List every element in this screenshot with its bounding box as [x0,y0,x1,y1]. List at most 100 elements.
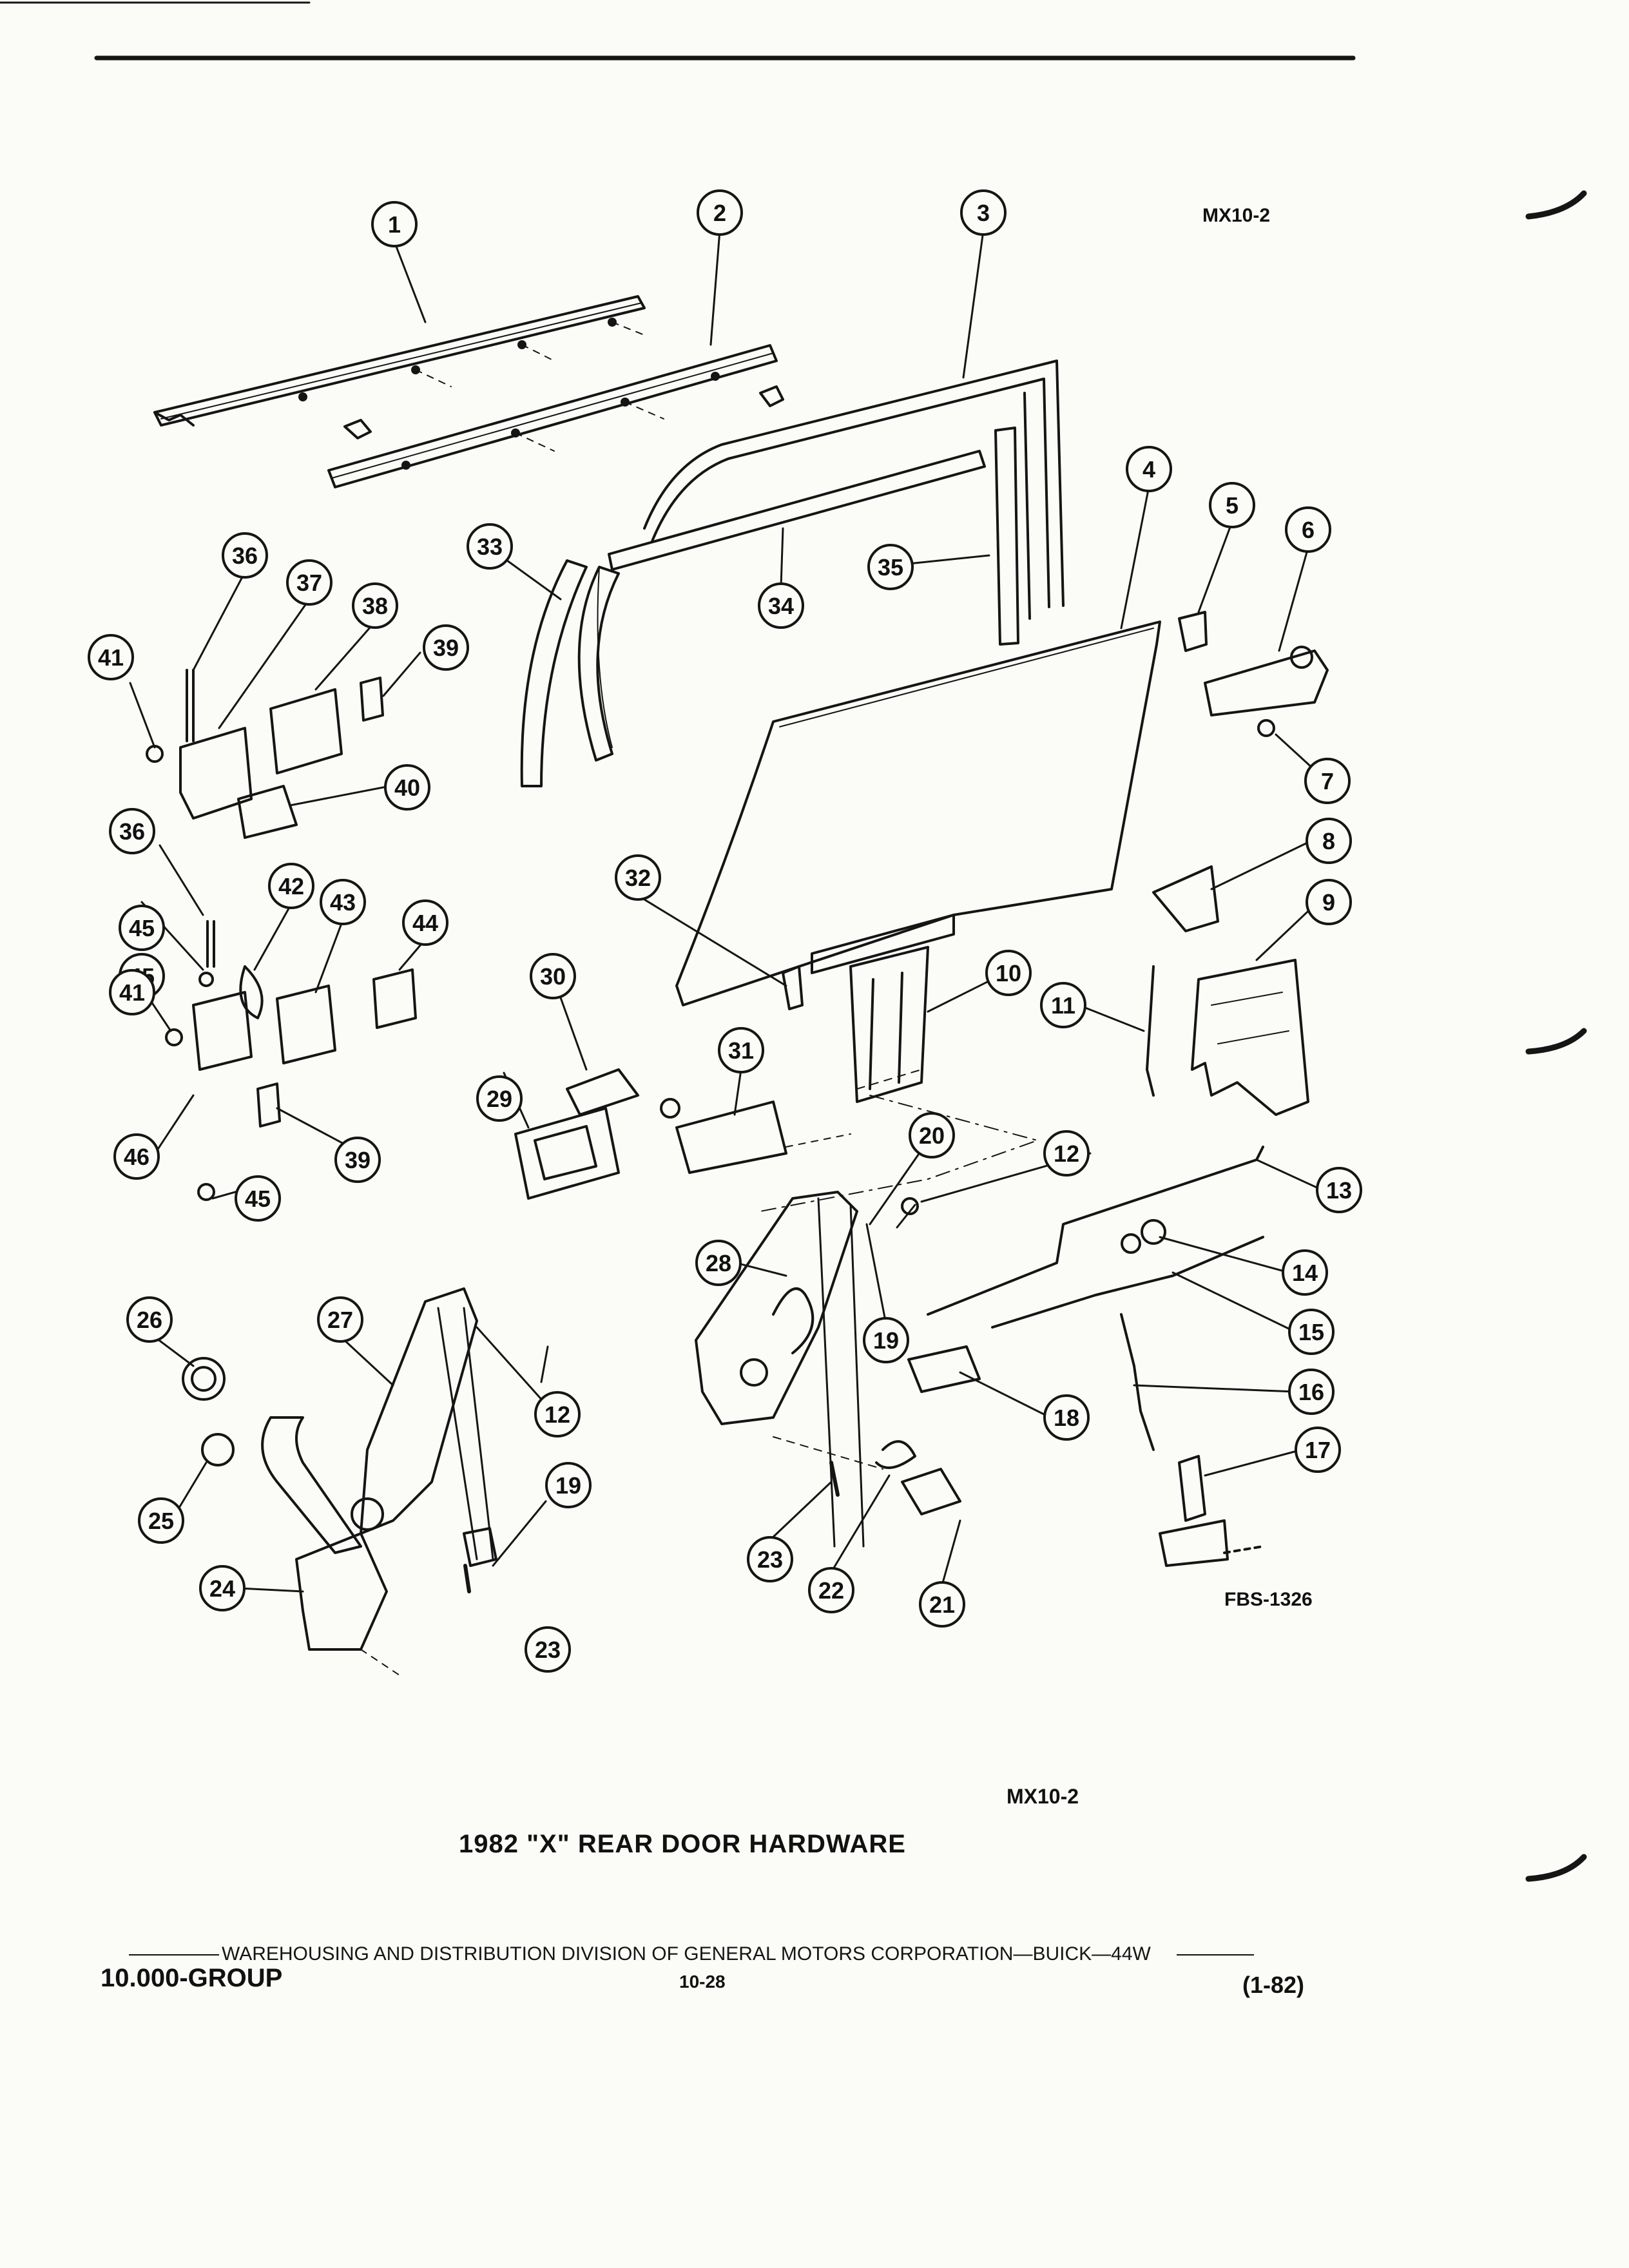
callout-circle [985,950,1032,996]
callout-circle [534,1391,581,1437]
callout-number: 28 [706,1250,731,1276]
callout-circle [960,189,1007,236]
callout-number: 41 [98,644,124,671]
callout-number: 34 [768,593,794,619]
callout-circle [1282,1249,1328,1296]
footer-rule-right [1176,1954,1254,1956]
callout-number: 4 [1142,456,1155,483]
callout-number: 45 [245,1186,271,1212]
footer-text: WAREHOUSING AND DISTRIBUTION DIVISION OF… [222,1943,1151,1965]
part-crank-clip [875,1440,916,1469]
callout-28: 28 [695,1240,742,1286]
callout-circle [867,544,914,590]
part-manual-regulator [695,1191,883,1548]
callout-16: 16 [1288,1369,1335,1415]
callout-number: 40 [394,774,420,801]
callout-number: 15 [1298,1319,1324,1345]
callout-number: 31 [728,1037,754,1064]
callout-circle [109,808,155,854]
callout-24: 24 [199,1565,246,1611]
callout-39-b: 39 [334,1137,381,1183]
footer-rule-left [129,1954,219,1956]
callout-number: 24 [209,1575,235,1602]
callout-31: 31 [718,1027,764,1073]
part-roller [463,1564,471,1593]
callout-number: 19 [555,1472,581,1499]
callout-circle [88,634,134,680]
callout-circle [1306,879,1352,925]
callout-number: 38 [362,593,388,619]
part-window-crank [901,1468,961,1515]
callout-11: 11 [1040,982,1086,1028]
part-door-glass [675,620,1161,1006]
callout-circle [1295,1427,1341,1473]
callout-number: 16 [1298,1379,1324,1405]
part-belt-molding-outer [153,295,646,439]
callout-circle [1304,758,1351,804]
callout-33: 33 [467,523,513,570]
callout-number: 39 [345,1147,371,1173]
part-belt-sealing-strip [327,344,784,488]
callout-number: 6 [1302,517,1315,543]
callout-number: 36 [232,543,258,569]
callout-circle [317,1296,363,1343]
callout-19-b: 19 [545,1462,592,1508]
callout-8: 8 [1306,818,1352,864]
callout-circle [286,559,333,606]
page-number: 10-28 [679,1972,726,1992]
callout-13: 13 [1316,1167,1362,1213]
callout-3: 3 [960,189,1007,236]
callout-circle [119,905,165,951]
callout-number: 46 [124,1144,149,1170]
callout-21: 21 [919,1581,965,1628]
callout-number: 1 [388,211,401,238]
callout-36-b: 36 [109,808,155,854]
part-lock-assembly [1152,865,1309,1116]
callout-number: 30 [540,963,566,990]
part-lock-rod-guide [1204,646,1329,716]
callout-circle [1040,982,1086,1028]
callout-circle [109,969,155,1015]
callout-number: 37 [296,570,322,596]
callout-circle [695,1240,742,1286]
part-actuator-rod [1120,1313,1155,1451]
callout-number: 21 [929,1591,955,1618]
callout-number: 23 [535,1637,561,1663]
callout-17: 17 [1295,1427,1341,1473]
part-roller [829,1461,840,1497]
part-glass-run-channel [643,360,1065,620]
figure-code: FBS-1326 [1224,1589,1313,1610]
callout-circle [919,1581,965,1628]
binder-hole-mark [1525,190,1587,220]
callout-number: 35 [878,554,903,581]
part-lock-rod [1146,965,1155,1097]
group-number: 10.000-GROUP [101,1964,283,1992]
part-screw [1257,719,1275,737]
callout-circle [476,1075,523,1122]
part-nut [901,1197,919,1215]
callout-34: 34 [758,582,804,629]
callout-18: 18 [1043,1394,1090,1441]
callout-circle [1285,506,1331,553]
callout-26: 26 [126,1296,173,1343]
callout-6: 6 [1285,506,1331,553]
callout-12-b: 12 [534,1391,581,1437]
callout-32: 32 [615,854,661,901]
callout-number: 43 [330,889,356,916]
callout-circle [113,1133,160,1180]
callout-40: 40 [384,764,430,811]
callout-number: 33 [477,533,503,560]
callout-circle [525,1626,571,1673]
callout-circle [1306,818,1352,864]
callout-10: 10 [985,950,1032,996]
callout-circle [268,863,314,909]
callout-number: 41 [119,979,145,1006]
callout-circle [718,1027,764,1073]
callout-27: 27 [317,1296,363,1343]
callout-7: 7 [1304,758,1351,804]
callout-5: 5 [1209,482,1255,528]
callout-41-b: 41 [109,969,155,1015]
callout-circle [384,764,430,811]
